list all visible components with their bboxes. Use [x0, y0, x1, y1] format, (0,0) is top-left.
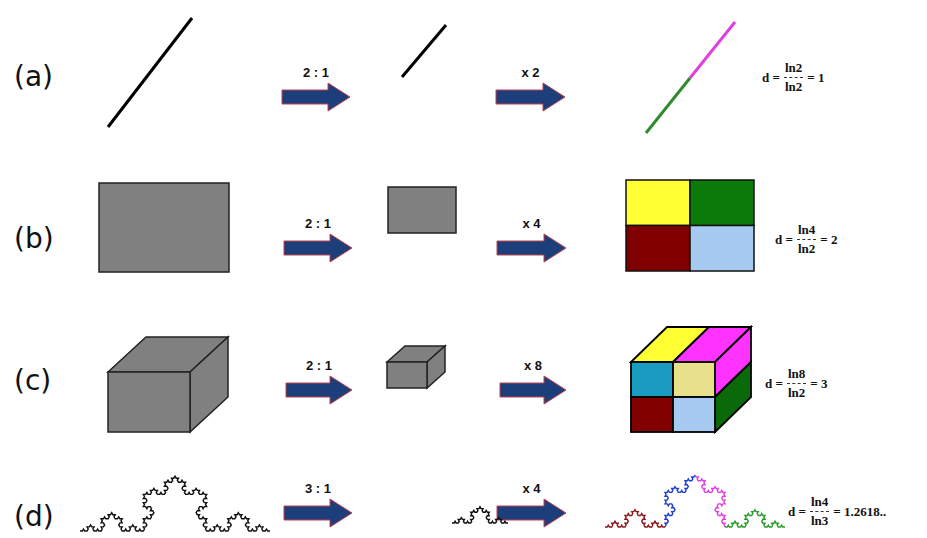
line-half — [690, 22, 735, 78]
formula-result: = 2 — [820, 232, 837, 248]
formula-lhs: d = — [775, 232, 793, 248]
formula-lhs: d = — [762, 70, 780, 86]
line-segment — [402, 25, 446, 77]
numerator: ln8 — [787, 366, 806, 384]
copy-count: x 2 — [521, 65, 539, 80]
block-arrow — [497, 234, 566, 262]
block-arrow — [500, 376, 566, 404]
numerator: ln4 — [797, 222, 816, 240]
koch-curve-part — [605, 510, 665, 527]
scale-ratio: 2 : 1 — [303, 65, 329, 80]
line-half — [646, 78, 690, 133]
formula-lhs: d = — [788, 504, 806, 520]
denominator: ln2 — [785, 78, 802, 95]
line-segment — [108, 18, 192, 127]
scale-ratio: 2 : 1 — [305, 216, 331, 231]
dimension-formula: d =ln2ln2= 1 — [762, 60, 824, 95]
denominator: ln2 — [788, 384, 805, 401]
formula-result: = 1.2618.. — [833, 504, 886, 520]
copy-count: x 4 — [522, 481, 540, 496]
scale-ratio: 3 : 1 — [305, 481, 331, 496]
row-letter: (c) — [14, 364, 51, 397]
fraction: ln4ln3 — [810, 494, 829, 529]
row-letter: (a) — [14, 60, 53, 93]
copy-count: x 8 — [524, 358, 542, 373]
block-arrow — [284, 499, 352, 527]
koch-curve — [80, 475, 785, 531]
copy-count: x 4 — [522, 216, 540, 231]
block-arrow — [284, 234, 352, 262]
numerator: ln2 — [784, 60, 803, 78]
koch-curve-part — [80, 476, 270, 531]
cube-grid — [631, 327, 751, 432]
row-letter: (b) — [14, 222, 54, 255]
formula-lhs: d = — [765, 376, 783, 392]
dimension-formula: d =ln4ln3= 1.2618.. — [788, 494, 886, 529]
fraction: ln4ln2 — [797, 222, 816, 257]
koch-curve-part — [695, 475, 725, 527]
scale-arrows — [282, 83, 566, 527]
koch-curve-part — [665, 475, 695, 527]
fraction: ln2ln2 — [784, 60, 803, 95]
row-letter: (d) — [14, 500, 54, 533]
block-arrow — [286, 376, 352, 404]
denominator: ln2 — [798, 240, 815, 257]
square — [388, 187, 456, 233]
square — [99, 183, 229, 272]
cube — [387, 346, 445, 388]
koch-curve-part — [725, 510, 785, 527]
block-arrow — [496, 83, 565, 111]
block-arrow — [282, 83, 350, 111]
dimension-formula: d =ln4ln2= 2 — [775, 222, 837, 257]
formula-result: = 3 — [810, 376, 827, 392]
denominator: ln3 — [811, 512, 828, 529]
cube — [108, 337, 228, 432]
fraction: ln8ln2 — [787, 366, 806, 401]
dimension-formula: d =ln8ln2= 3 — [765, 366, 827, 401]
scale-ratio: 2 : 1 — [306, 358, 332, 373]
koch-curve-part — [452, 507, 508, 523]
formula-result: = 1 — [807, 70, 824, 86]
square-grid — [626, 180, 754, 271]
numerator: ln4 — [810, 494, 829, 512]
